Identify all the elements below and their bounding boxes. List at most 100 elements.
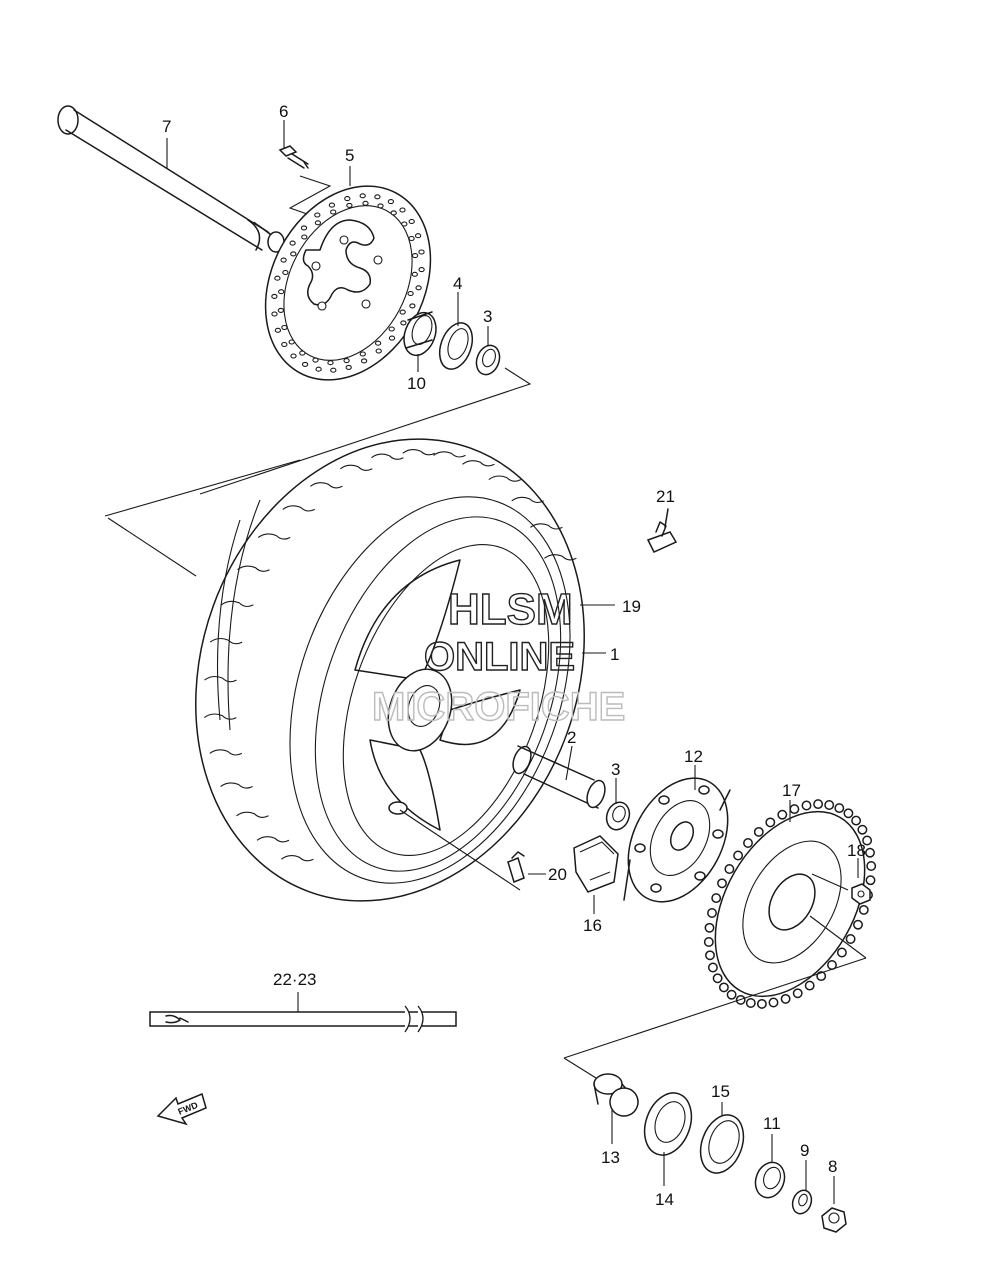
sprocket-tooth (718, 982, 729, 993)
sprocket-tooth (862, 835, 873, 846)
tread-groove (371, 453, 404, 460)
washer (791, 1160, 813, 1215)
disc-drill-hole (390, 210, 397, 216)
sprocket-carrier (623, 765, 731, 903)
sprocket-tooth (851, 815, 862, 826)
sprocket-tooth (765, 817, 776, 828)
label-part-8: 8 (828, 1157, 837, 1176)
disc-drill-hole (418, 267, 425, 273)
label-part-3-top: 3 (483, 307, 492, 326)
disc-drill-hole (327, 360, 334, 366)
sprocket-tooth (717, 878, 727, 889)
carrier-stud (650, 883, 662, 893)
label-leaders (166, 120, 617, 804)
disc-drill-hole (299, 350, 306, 356)
disc-drill-hole (289, 240, 296, 246)
spacer-11 (754, 1134, 786, 1199)
disc-drill-hole (414, 233, 422, 239)
carrier-stud (712, 829, 724, 839)
sprocket-tooth (707, 908, 717, 918)
disc-drill-hole (314, 220, 322, 226)
disc-drill-hole (346, 202, 353, 208)
assembly-line-lower (563, 915, 867, 1079)
tread-groove (462, 460, 495, 467)
disc-drill-hole (359, 351, 366, 357)
watermark-line-3: MICROFICHE (372, 685, 625, 729)
tread-groove (282, 505, 316, 512)
label-part-16: 16 (583, 916, 602, 935)
tread-groove (488, 475, 522, 482)
carrier-stud (658, 795, 670, 805)
label-part-12: 12 (684, 747, 703, 766)
tread-groove (433, 451, 466, 458)
disc-drill-hole (360, 358, 368, 364)
tread-groove (237, 565, 270, 572)
disc-drill-hole (328, 202, 336, 208)
sprocket-collar (593, 1073, 639, 1144)
disc-drill-hole (374, 194, 381, 200)
disc-drill-hole (314, 212, 321, 218)
tread-groove (209, 749, 243, 756)
sprocket-tooth (865, 847, 875, 858)
sprocket-tooth (865, 875, 876, 886)
sprocket-tooth (780, 993, 791, 1004)
tread-groove (209, 637, 243, 645)
label-part-1: 1 (610, 645, 619, 664)
label-part-19: 19 (622, 597, 641, 616)
sprocket-tooth (733, 850, 744, 861)
sprocket-tooth (703, 937, 714, 947)
rear-axle (57, 105, 287, 253)
sprocket-tooth (801, 800, 812, 811)
wheel-stripe-tape (149, 992, 457, 1033)
top-spacer-seal-bearing (199, 311, 532, 495)
tread-groove (339, 464, 373, 471)
disc-drill-hole (362, 200, 369, 206)
disc-drill-hole (282, 269, 289, 276)
disc-drill-hole (281, 324, 288, 331)
carrier-stud (634, 843, 646, 853)
tread-groove (310, 482, 343, 489)
label-part-4: 4 (453, 274, 462, 293)
disc-drill-hole (290, 251, 297, 257)
sprocket-tooth (845, 934, 856, 944)
sprocket-tooth (853, 919, 863, 930)
disc-drill-hole (271, 293, 278, 299)
tread-groove (511, 496, 544, 504)
sprocket-tooth (857, 824, 868, 835)
watermark: HLSM ONLINE MICROFICHE (371, 584, 626, 729)
tread-groove (203, 713, 237, 720)
disc-drill-hole (280, 257, 287, 263)
disc-drill-hole (274, 275, 281, 281)
sprocket-tooth (843, 808, 854, 819)
sprocket-bearing (643, 1092, 693, 1186)
disc-drill-hole (408, 235, 415, 242)
sprocket-tooth (792, 988, 803, 999)
tread-groove (220, 782, 253, 789)
sprocket-tooth (711, 893, 722, 904)
tread-groove (281, 855, 314, 862)
fwd-arrow-icon: FWD (156, 1092, 207, 1126)
disc-drill-hole (274, 327, 282, 333)
sprocket-tooth (745, 998, 756, 1008)
label-part-17: 17 (782, 781, 801, 800)
disc-drill-hole (290, 353, 297, 359)
disc-drill-hole (374, 340, 382, 346)
label-part-11: 11 (763, 1114, 781, 1133)
disc-drill-hole (411, 253, 419, 259)
disc-drill-hole (271, 311, 278, 317)
sprocket-tooth (707, 962, 718, 973)
label-part-5: 5 (345, 146, 354, 165)
disc-drill-hole (418, 249, 425, 255)
sprocket-tooth (866, 861, 877, 871)
label-part-7: 7 (162, 117, 171, 136)
disc-drill-hole (408, 218, 415, 225)
label-part-22-23: 22·23 (273, 970, 316, 989)
balance-weight (646, 508, 678, 553)
watermark-line-1: HLSM (448, 585, 573, 634)
disc-drill-hole (388, 326, 395, 332)
disc-drill-hole (330, 209, 337, 215)
label-part-3-lower: 3 (611, 760, 620, 779)
lower-bearing (605, 801, 631, 831)
sprocket-tooth (777, 809, 788, 820)
